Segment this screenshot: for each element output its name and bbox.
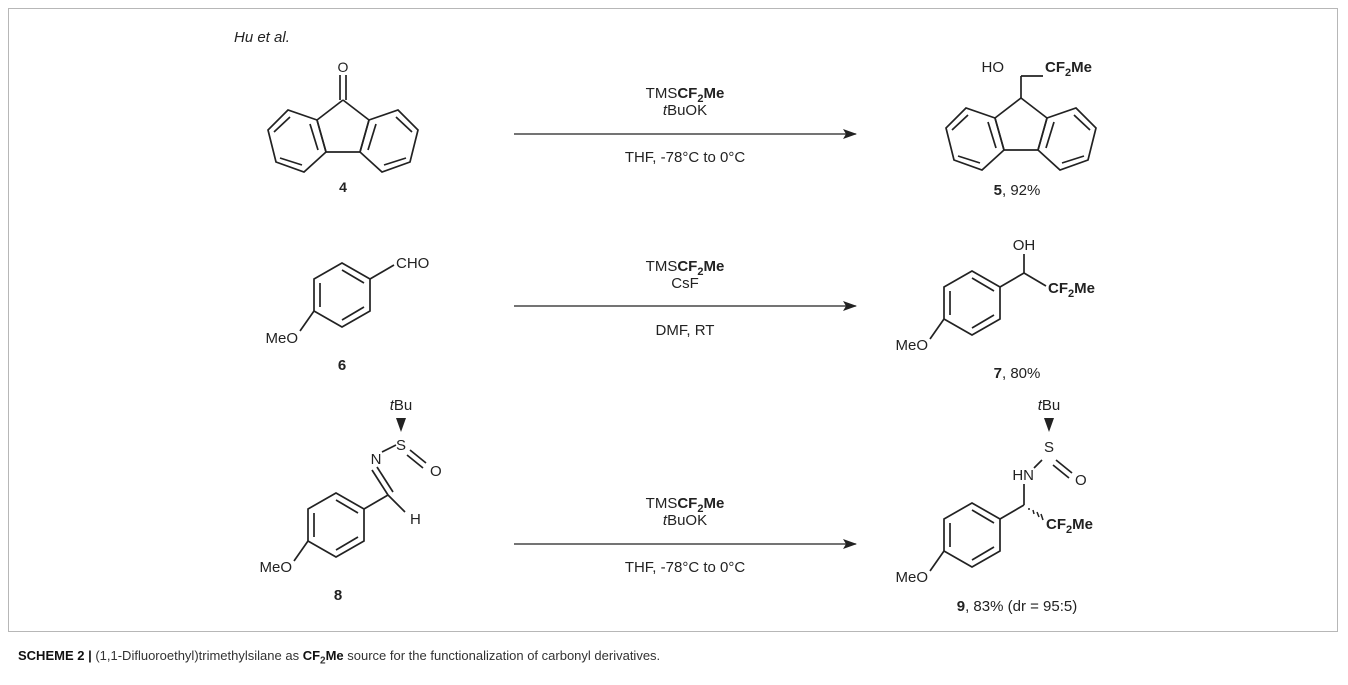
compound-9-label: 9, 83% (dr = 95:5) <box>957 598 1078 615</box>
sulfinylimine-structure <box>293 444 427 562</box>
compound-7-label: 7, 80% <box>994 365 1041 382</box>
fluorenone-structure <box>267 75 419 173</box>
tbu-label-8: tBu <box>390 397 413 414</box>
conditions-label-3: THF, -78°C to 0°C <box>625 559 746 576</box>
sulfur-label-8: S <box>396 437 406 454</box>
compound-5-label: 5, 92% <box>994 182 1041 199</box>
product-5-structure <box>945 75 1097 171</box>
reagent-label-2: TMSCF2Me <box>646 258 725 278</box>
wedge-bond-8 <box>396 418 406 432</box>
hash-bond-9 <box>1028 508 1044 521</box>
aldehyde-group-label: CHO <box>396 255 429 272</box>
conditions-label-1: THF, -78°C to 0°C <box>625 149 746 166</box>
base-label-3: tBuOK <box>663 512 707 529</box>
product-9-cf2me-label: CF2Me <box>1046 516 1093 536</box>
product-5-hydroxyl-label: HO <box>982 59 1005 76</box>
hydrogen-label-8: H <box>410 511 421 528</box>
product-7-hydroxyl-label: OH <box>1013 237 1036 254</box>
sulfur-label-9: S <box>1044 439 1054 456</box>
author-label: Hu et al. <box>234 29 290 46</box>
reagent-label-3: TMSCF2Me <box>646 495 725 515</box>
methoxy-label-8: MeO <box>259 559 292 576</box>
methoxy-label-9: MeO <box>895 569 928 586</box>
scheme-frame <box>8 8 1338 632</box>
base-label-1: tBuOK <box>663 102 707 119</box>
scheme-caption: SCHEME 2 | (1,1-Difluoroethyl)trimethyls… <box>18 648 660 667</box>
nitrogen-label-8: N <box>371 451 382 468</box>
product-9-structure <box>929 459 1073 572</box>
methoxy-label-7: MeO <box>895 337 928 354</box>
caption-cf: CF <box>302 648 321 663</box>
reagent-label-1: TMSCF2Me <box>646 85 725 105</box>
methoxy-label-6: MeO <box>265 330 298 347</box>
wedge-bond-9 <box>1044 418 1054 432</box>
product-7-cf2me-label: CF2Me <box>1048 280 1095 300</box>
caption-me: Me <box>325 648 344 663</box>
amine-label-9: HN <box>1012 467 1034 484</box>
oxygen-label-9: O <box>1075 472 1087 489</box>
compound-4-label: 4 <box>339 179 347 195</box>
product-5-cf2me-label: CF2Me <box>1045 59 1092 79</box>
compound-8-label: 8 <box>334 587 342 604</box>
caption-text-b: source for the functionalization of carb… <box>343 648 661 663</box>
base-label-2: CsF <box>671 275 699 292</box>
carbonyl-oxygen-label: O <box>338 59 349 75</box>
anisaldehyde-structure <box>299 262 395 332</box>
product-7-structure <box>929 254 1047 340</box>
conditions-label-2: DMF, RT <box>656 322 715 339</box>
oxygen-label-8: O <box>430 463 442 480</box>
reaction-scheme: Hu et al. O 4 TMSCF2Me tBuOK THF, -78°C … <box>234 29 1097 615</box>
caption-label: SCHEME 2 | <box>18 648 92 663</box>
caption-sub: 2 <box>320 655 326 667</box>
caption-text-a: (1,1-Difluoroethyl)trimethylsilane as <box>91 648 303 663</box>
compound-6-label: 6 <box>338 357 346 374</box>
tbu-label-9: tBu <box>1038 397 1061 414</box>
